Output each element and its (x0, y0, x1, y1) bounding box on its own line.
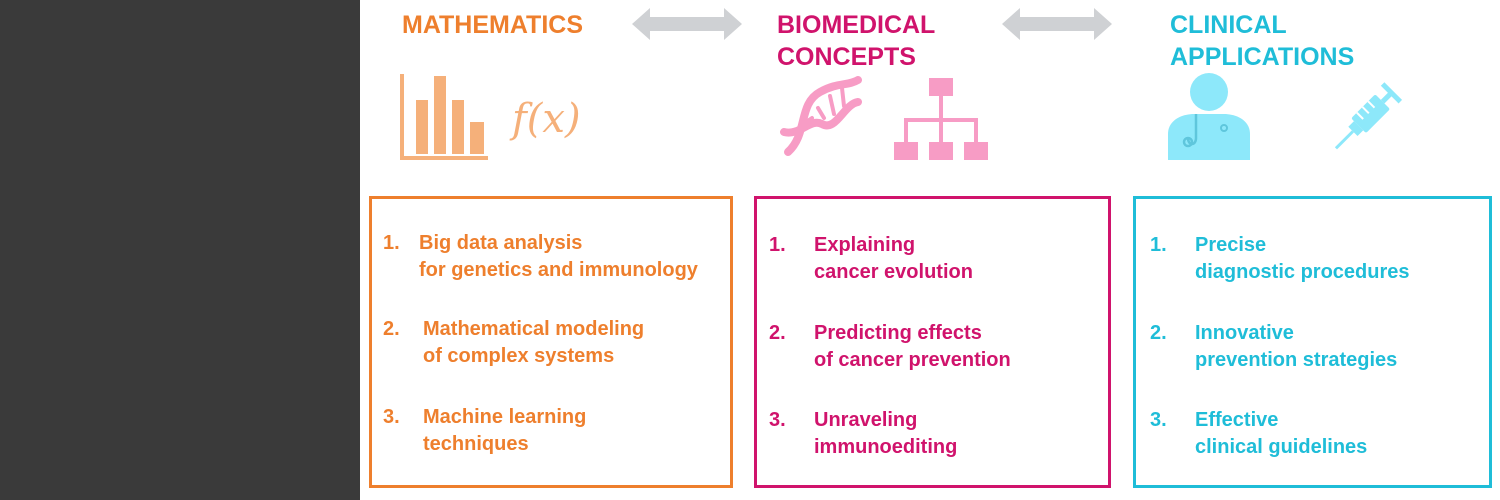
item-line: techniques (423, 433, 529, 455)
biomedical-title-line-1: BIOMEDICAL (777, 11, 936, 39)
item-number: 1. (383, 232, 400, 254)
clinical-applications-title: CLINICAL APPLICATIONS (1170, 9, 1354, 73)
item-line: of complex systems (423, 345, 615, 367)
biomedical-concepts-title: BIOMEDICAL CONCEPTS (777, 9, 935, 73)
item-line: cancer evolution (814, 261, 973, 283)
function-icon: f(x) (512, 96, 581, 142)
item-number: 3. (1150, 409, 1167, 431)
clinical-title-line-2: APPLICATIONS (1170, 43, 1355, 71)
item-line: Mathematical modeling (423, 318, 645, 340)
item-line: Machine learning (423, 406, 587, 428)
item-line: clinical guidelines (1195, 436, 1368, 458)
mathematics-box: 1. Big data analysis for genetics and im… (369, 196, 733, 488)
hierarchy-icon (894, 78, 988, 160)
item-line: Effective (1195, 409, 1279, 431)
item-line: Explaining (814, 234, 916, 256)
bar-chart-icon (400, 74, 488, 160)
clinical-title-line-1: CLINICAL (1170, 11, 1287, 39)
doctor-icon (1168, 73, 1250, 160)
item-line: diagnostic procedures (1195, 261, 1410, 283)
clinical-box: 1. Precise diagnostic procedures 2. Inno… (1133, 196, 1492, 488)
item-line: for genetics and immunology (419, 259, 698, 281)
item-line: Innovative (1195, 322, 1294, 344)
double-arrow-icon (1002, 8, 1112, 40)
item-line: Big data analysis (419, 232, 583, 254)
biomedical-title-line-2: CONCEPTS (777, 43, 916, 71)
left-dark-panel (0, 0, 360, 500)
item-line: Predicting effects (814, 322, 982, 344)
item-line: Precise (1195, 234, 1267, 256)
item-number: 3. (383, 406, 400, 428)
item-number: 2. (769, 322, 786, 344)
item-line: prevention strategies (1195, 349, 1398, 371)
syringe-icon (1334, 82, 1403, 150)
item-number: 2. (1150, 322, 1167, 344)
item-line: of cancer prevention (814, 349, 1011, 371)
item-number: 1. (769, 234, 786, 256)
biomedical-box: 1. Explaining cancer evolution 2. Predic… (754, 196, 1111, 488)
mathematics-title-line: MATHEMATICS (402, 11, 583, 39)
item-line: Unraveling (814, 409, 918, 431)
mathematics-title: MATHEMATICS (402, 9, 583, 41)
item-number: 3. (769, 409, 786, 431)
item-number: 1. (1150, 234, 1167, 256)
dna-icon (780, 76, 862, 156)
double-arrow-icon (632, 8, 742, 40)
item-line: immunoediting (814, 436, 958, 458)
item-number: 2. (383, 318, 400, 340)
